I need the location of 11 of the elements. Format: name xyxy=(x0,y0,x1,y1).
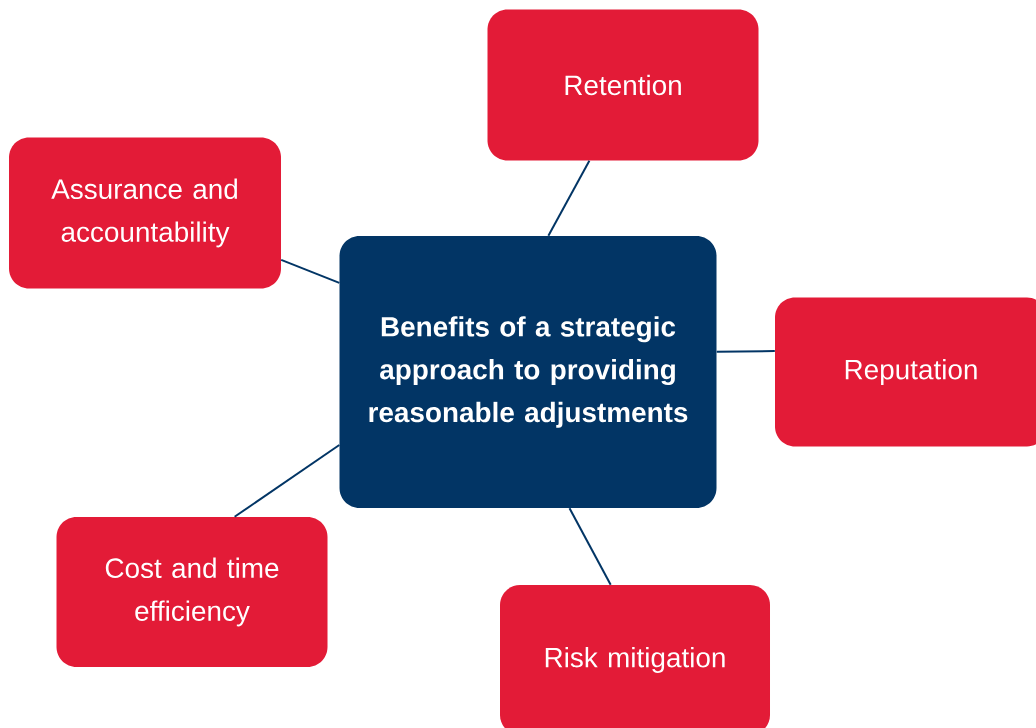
topic-box: Assurance and accountability xyxy=(9,137,281,289)
topic-box: Risk mitigation xyxy=(500,585,770,728)
topic-box: Reputation xyxy=(775,297,1036,447)
topic-box: Cost and time efficiency xyxy=(56,517,328,667)
connector-line xyxy=(280,258,341,284)
central-box: Benefits of a strategic approach to providing reasonable adjustments xyxy=(339,236,717,508)
connector-line xyxy=(233,444,341,518)
topic-box: Retention xyxy=(487,9,759,161)
connector-line xyxy=(547,159,591,237)
connector-line xyxy=(715,350,776,353)
connector-line xyxy=(568,507,612,586)
